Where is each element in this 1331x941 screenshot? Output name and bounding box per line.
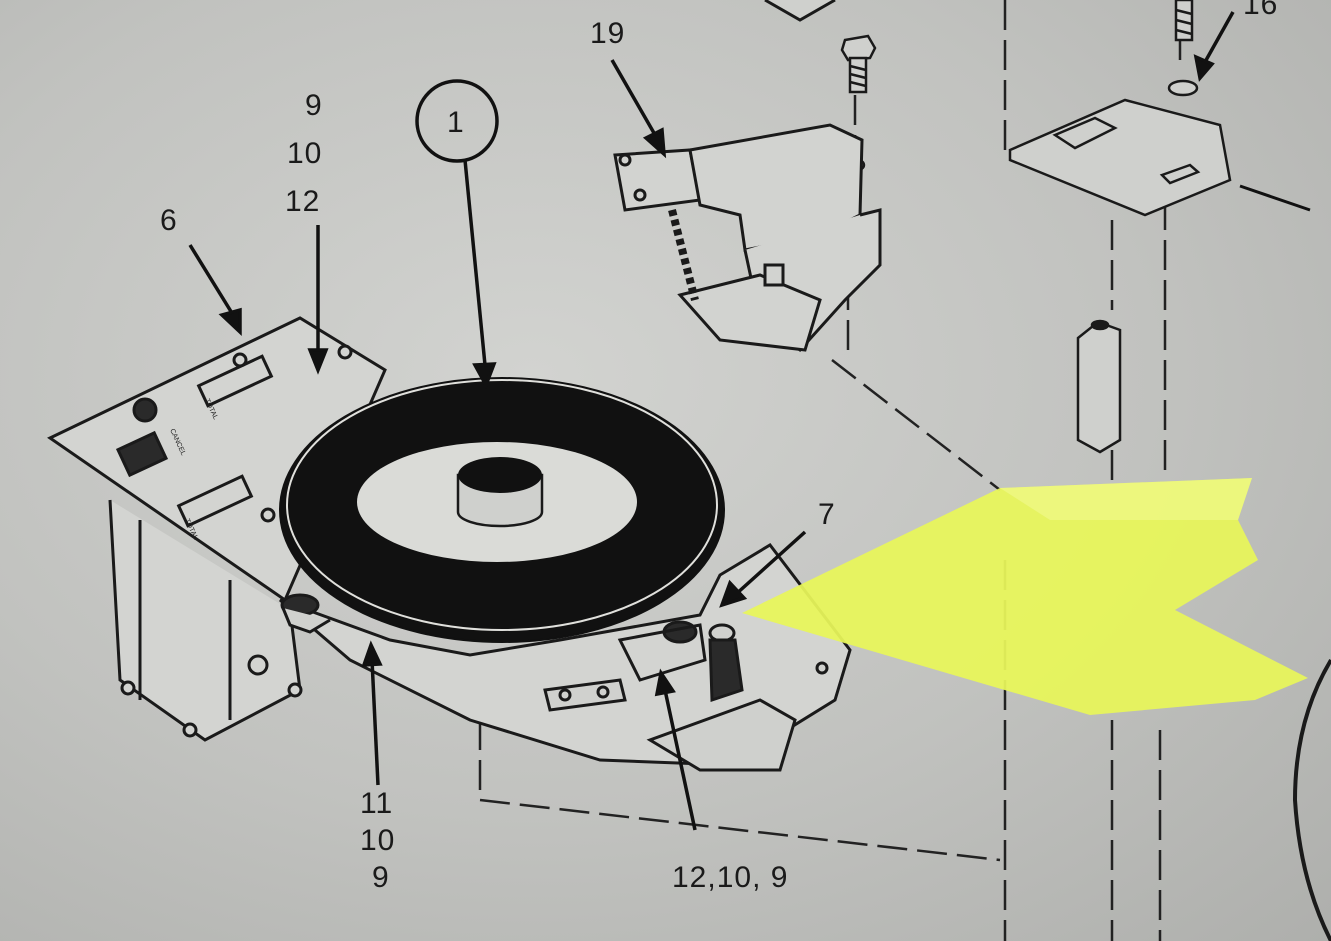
cropped-part-right-edge bbox=[1292, 658, 1331, 941]
callout-stack-bottom-2: 10 bbox=[360, 824, 395, 857]
callout-stack-top-2: 10 bbox=[287, 137, 322, 170]
sticky-note-flag bbox=[742, 478, 1308, 715]
callout-stack-bottom-3: 9 bbox=[372, 861, 390, 894]
top-block-fragment bbox=[764, 0, 836, 22]
sticky-note-flag-shine bbox=[1000, 478, 1252, 520]
bracket-16-assembly bbox=[1008, 0, 1232, 454]
bracket-16-arrow bbox=[1239, 184, 1311, 212]
drive-motor bbox=[646, 698, 797, 772]
leader-arrows bbox=[188, 11, 1235, 831]
callout-stack-bottom-1: 11 bbox=[360, 787, 393, 820]
callout-7: 7 bbox=[818, 498, 836, 531]
callout-1: 1 bbox=[447, 106, 465, 139]
callout-stack-top-3: 12 bbox=[285, 185, 320, 218]
turntable-disc-1 bbox=[279, 377, 725, 643]
callout-1-circle bbox=[415, 79, 499, 163]
callout-stack-top-1: 9 bbox=[305, 89, 323, 122]
callout-19: 19 bbox=[590, 17, 625, 50]
plate-hardware bbox=[280, 593, 829, 712]
switch-bracket-19 bbox=[613, 123, 882, 353]
callout-6: 6 bbox=[160, 204, 178, 237]
callout-16: 16 bbox=[1243, 0, 1278, 21]
callout-bottom-right: 12,10, 9 bbox=[672, 861, 788, 894]
